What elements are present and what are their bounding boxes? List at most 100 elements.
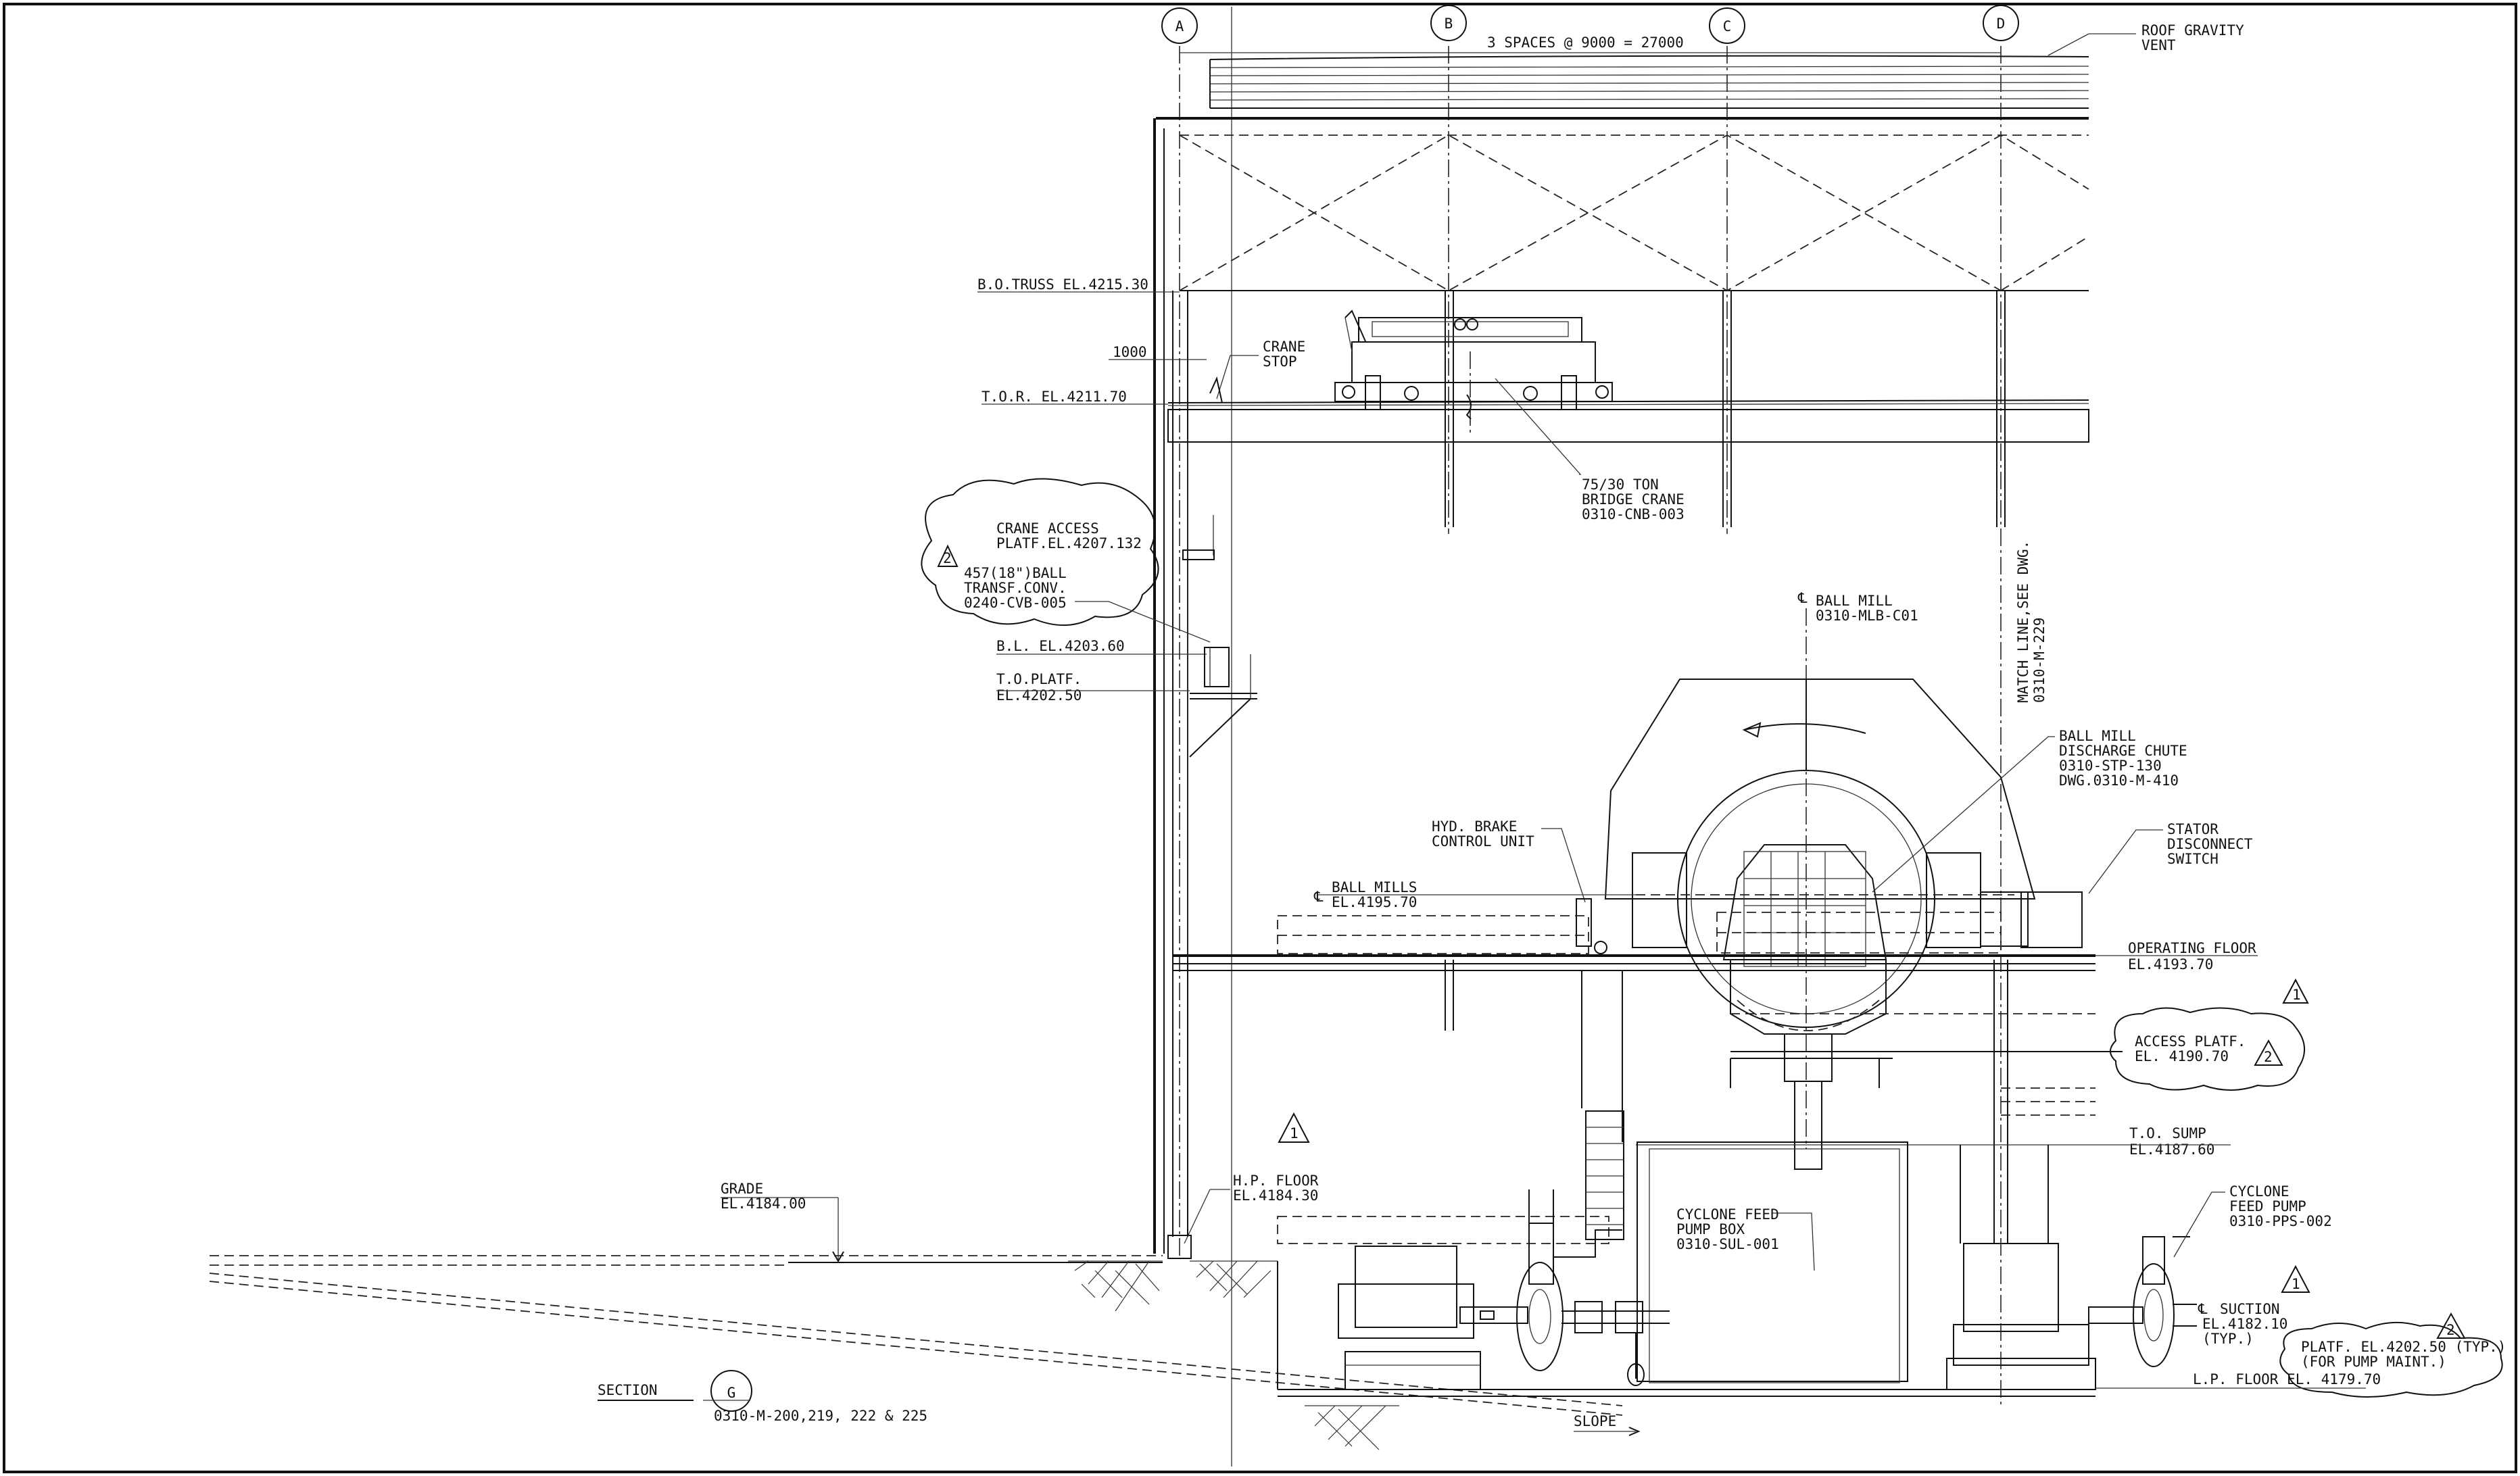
svg-text:BALL MILL: BALL MILL [2059, 728, 2136, 744]
svg-text:L.P. FLOOR EL. 4179.70: L.P. FLOOR EL. 4179.70 [2193, 1371, 2381, 1387]
svg-text:0310-M-229: 0310-M-229 [2031, 618, 2048, 703]
svg-text:EL.4182.10: EL.4182.10 [2202, 1316, 2287, 1332]
roof-truss [1179, 134, 2089, 292]
svg-text:EL.4195.70: EL.4195.70 [1332, 894, 1417, 910]
svg-text:TRANSF.CONV.: TRANSF.CONV. [964, 580, 1067, 596]
svg-text:75/30 TON: 75/30 TON [1582, 476, 1659, 493]
svg-text:GRADE: GRADE [721, 1181, 763, 1197]
roof-vent-label: ROOF GRAVITY VENT [2048, 22, 2244, 56]
grid-bubble-c: C [1709, 7, 1745, 44]
svg-text:EL.4184.00: EL.4184.00 [721, 1196, 806, 1212]
svg-text:(TYP.): (TYP.) [2202, 1331, 2254, 1347]
svg-text:℄: ℄ [1313, 889, 1324, 905]
revision-triangle-suction: 1 [2281, 1264, 2310, 1293]
bridge-crane-label: 75/30 TON BRIDGE CRANE 0310-CNB-003 [1495, 378, 1685, 522]
suction-label: ℄ SUCTION EL.4182.10 (TYP.) [2198, 1301, 2287, 1347]
motor-right [1946, 1145, 2096, 1390]
svg-text:FEED PUMP: FEED PUMP [2229, 1198, 2306, 1214]
svg-text:MATCH LINE,SEE DWG.: MATCH LINE,SEE DWG. [2015, 541, 2031, 703]
svg-text:EL. 4190.70: EL. 4190.70 [2135, 1048, 2229, 1064]
svg-text:PUMP BOX: PUMP BOX [1676, 1221, 1745, 1237]
operating-floor [1173, 954, 2095, 1142]
svg-text:CYCLONE FEED: CYCLONE FEED [1676, 1206, 1779, 1223]
svg-text:DWG.0310-M-410: DWG.0310-M-410 [2059, 772, 2179, 789]
svg-text:EL.4187.60: EL.4187.60 [2129, 1141, 2214, 1158]
grid-bubble-d: D [1983, 5, 2019, 41]
svg-text:DISCONNECT: DISCONNECT [2167, 836, 2253, 852]
revision-triangle-hp: 1 [1278, 1112, 1310, 1143]
grid-lines [1179, 7, 2002, 1467]
svg-text:SWITCH: SWITCH [2167, 851, 2219, 867]
elevation-grade: GRADE EL.4184.00 [721, 1181, 1163, 1263]
svg-text:CRANE ACCESS: CRANE ACCESS [996, 520, 1099, 537]
right-platform-lines [2001, 1087, 2095, 1116]
elevation-lp-floor: L.P. FLOOR EL. 4179.70 [2095, 1371, 2381, 1389]
svg-text:H.P. FLOOR: H.P. FLOOR [1233, 1173, 1319, 1189]
elevation-truss: B.O.TRUSS EL.4215.30 [977, 276, 1180, 293]
feed-pump-label: CYCLONE FEED PUMP 0310-PPS-002 [2173, 1183, 2332, 1258]
svg-text:DISCHARGE CHUTE: DISCHARGE CHUTE [2059, 743, 2187, 759]
discharge-chute-label: BALL MILL DISCHARGE CHUTE 0310-STP-130 D… [1872, 728, 2187, 893]
elevation-operating-floor: OPERATING FLOOR EL.4193.70 [2095, 940, 2258, 973]
svg-text:T.O.R. EL.4211.70: T.O.R. EL.4211.70 [982, 389, 1127, 405]
svg-text:PLATF. EL.4202.50 (TYP.): PLATF. EL.4202.50 (TYP.) [2301, 1339, 2506, 1355]
svg-text:1: 1 [2292, 987, 2301, 1003]
pump-box-stair [1585, 1110, 1624, 1240]
svg-text:OPERATING FLOOR: OPERATING FLOOR [2128, 940, 2256, 956]
svg-text:ROOF GRAVITY: ROOF GRAVITY [2141, 22, 2244, 39]
elevation-to-sump: T.O. SUMP EL.4187.60 [1636, 1125, 2231, 1158]
grade-slab-dashed [209, 1255, 2095, 1416]
svg-text:BALL MILL: BALL MILL [1816, 593, 1893, 609]
svg-text:VENT: VENT [2141, 37, 2176, 53]
ball-mill-shell [1632, 770, 2083, 1028]
svg-text:0240-CVB-005: 0240-CVB-005 [964, 595, 1067, 611]
svg-text:457(18")BALL: 457(18")BALL [964, 565, 1067, 581]
elevation-hp-floor: H.P. FLOOR EL.4184.30 [1184, 1173, 1319, 1244]
ball-mill-discharge-chute [1722, 844, 1887, 1170]
grid-bubble-b: B [1430, 5, 1467, 41]
svg-text:2: 2 [2446, 1322, 2455, 1338]
svg-text:BRIDGE CRANE: BRIDGE CRANE [1582, 491, 1685, 508]
svg-text:0310-STP-130: 0310-STP-130 [2059, 758, 2162, 774]
svg-text:0310-CNB-003: 0310-CNB-003 [1582, 506, 1685, 522]
svg-text:SECTION: SECTION [598, 1382, 658, 1398]
pump-right [2088, 1236, 2197, 1367]
svg-text:CONTROL UNIT: CONTROL UNIT [1432, 833, 1534, 850]
match-line-label: MATCH LINE,SEE DWG. 0310-M-229 [2015, 541, 2048, 703]
svg-text:B.O.TRUSS EL.4215.30: B.O.TRUSS EL.4215.30 [977, 276, 1148, 293]
ball-mills-elevation: ℄ BALL MILLS EL.4195.70 [1313, 879, 2014, 910]
svg-text:B: B [1445, 16, 1453, 32]
svg-text:STOP: STOP [1263, 353, 1297, 370]
motor-left [1338, 1246, 1481, 1390]
elevation-to-platf: T.O.PLATF. EL.4202.50 [996, 671, 1190, 704]
svg-text:0310-MLB-C01: 0310-MLB-C01 [1816, 608, 1918, 624]
ball-mill-hood [1604, 679, 2036, 900]
left-pump-rail [1277, 1216, 1609, 1244]
svg-text:T.O.PLATF.: T.O.PLATF. [996, 671, 1082, 687]
svg-text:0310-PPS-002: 0310-PPS-002 [2229, 1213, 2332, 1229]
svg-text:G: G [727, 1385, 736, 1401]
revision-cloud-pump-platf: 2 PLATF. EL.4202.50 (TYP.) (FOR PUMP MAI… [2279, 1312, 2506, 1398]
svg-text:C: C [1723, 18, 1732, 34]
operating-floor-railings [1277, 912, 2002, 954]
svg-text:EL.4193.70: EL.4193.70 [2128, 956, 2213, 973]
svg-text:ACCESS PLATF.: ACCESS PLATF. [2135, 1033, 2246, 1050]
svg-text:A: A [1176, 18, 1184, 34]
svg-text:EL.4184.30: EL.4184.30 [1233, 1187, 1318, 1204]
svg-text:0310-SUL-001: 0310-SUL-001 [1676, 1236, 1779, 1252]
section-title: SECTION G 0310-M-200,219, 222 & 225 [598, 1370, 927, 1424]
svg-text:(FOR PUMP MAINT.): (FOR PUMP MAINT.) [2301, 1354, 2446, 1370]
crane-runway-beam [1167, 399, 2089, 443]
crane-access-platform [1182, 515, 1215, 560]
svg-text:℄: ℄ [2198, 1301, 2208, 1317]
svg-text:CRANE: CRANE [1263, 339, 1305, 355]
svg-text:0310-M-200,219, 222 & 225: 0310-M-200,219, 222 & 225 [714, 1408, 927, 1424]
svg-text:SLOPE: SLOPE [1574, 1413, 1616, 1429]
svg-text:SUCTION: SUCTION [2220, 1301, 2280, 1317]
bridge-crane [1334, 310, 1613, 433]
svg-text:2: 2 [2264, 1049, 2273, 1065]
elevation-bl: B.L. EL.4203.60 [996, 638, 1207, 655]
svg-text:B.L. EL.4203.60: B.L. EL.4203.60 [996, 638, 1125, 654]
svg-text:STATOR: STATOR [2167, 821, 2219, 837]
pump-left [1459, 1189, 1670, 1386]
